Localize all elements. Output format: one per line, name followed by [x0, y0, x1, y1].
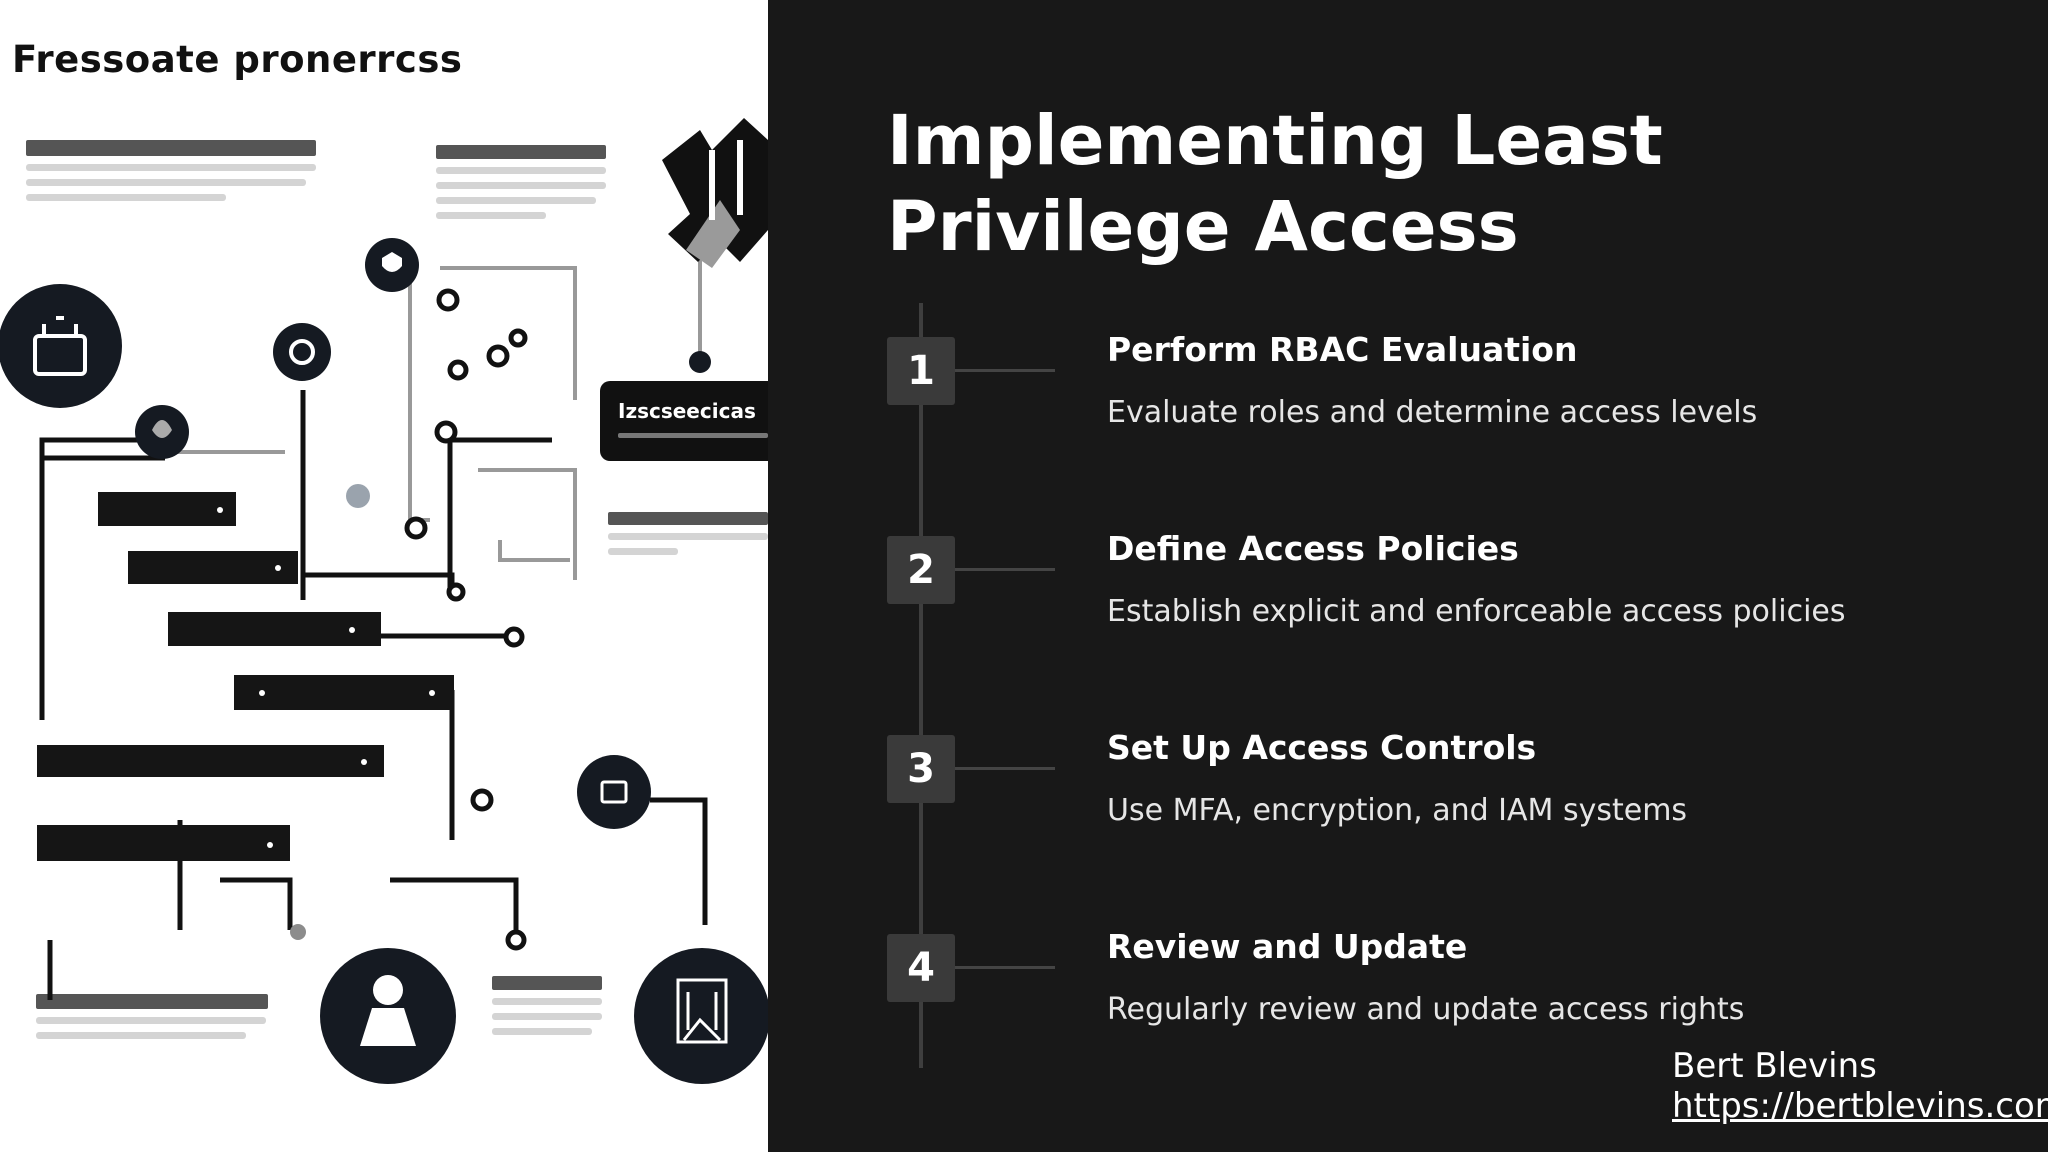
step-description: Establish explicit and enforceable acces…: [1107, 594, 1846, 629]
illustration-text-block: [26, 140, 316, 201]
illustration-badge-text: Izscseecicas: [618, 399, 756, 423]
step-connector: [955, 767, 1055, 770]
step-title: Perform RBAC Evaluation: [1107, 330, 1578, 369]
illustration-text-block: [436, 145, 606, 219]
step-connector: [955, 369, 1055, 372]
slide-title: Implementing Least Privilege Access: [887, 101, 1663, 267]
illustration-panel: Fressoate pronerrcss: [0, 0, 768, 1152]
illustration-badge: Izscseecicas: [600, 381, 768, 461]
step-number: 4: [887, 934, 955, 1002]
illustration-text-block: [492, 976, 602, 1035]
step-connector: [955, 568, 1055, 571]
illustration-text-block: [36, 994, 268, 1039]
timeline-line: [919, 303, 923, 1068]
step-2: 2 Define Access Policies Establish expli…: [887, 529, 2037, 666]
illustration-text-block: [608, 512, 768, 555]
author-name: Bert Blevins: [1672, 1046, 1877, 1086]
step-number: 2: [887, 536, 955, 604]
illustration-title: Fressoate pronerrcss: [12, 38, 463, 81]
step-description: Use MFA, encryption, and IAM systems: [1107, 793, 1688, 828]
step-3: 3 Set Up Access Controls Use MFA, encryp…: [887, 728, 2037, 865]
step-number: 3: [887, 735, 955, 803]
step-description: Evaluate roles and determine access leve…: [1107, 395, 1758, 430]
bar-group: [37, 492, 454, 861]
step-4: 4 Review and Update Regularly review and…: [887, 927, 2037, 1064]
slide-content: Implementing Least Privilege Access 1 Pe…: [768, 0, 2048, 1152]
step-title: Review and Update: [1107, 927, 1468, 966]
step-number: 1: [887, 337, 955, 405]
step-connector: [955, 966, 1055, 969]
step-1: 1 Perform RBAC Evaluation Evaluate roles…: [887, 330, 2037, 467]
author-website-link[interactable]: https://bertblevins.com: [1672, 1086, 2048, 1126]
step-title: Define Access Policies: [1107, 529, 1519, 568]
illustration-graphic: [0, 118, 768, 1084]
step-title: Set Up Access Controls: [1107, 728, 1537, 767]
step-description: Regularly review and update access right…: [1107, 992, 1745, 1027]
